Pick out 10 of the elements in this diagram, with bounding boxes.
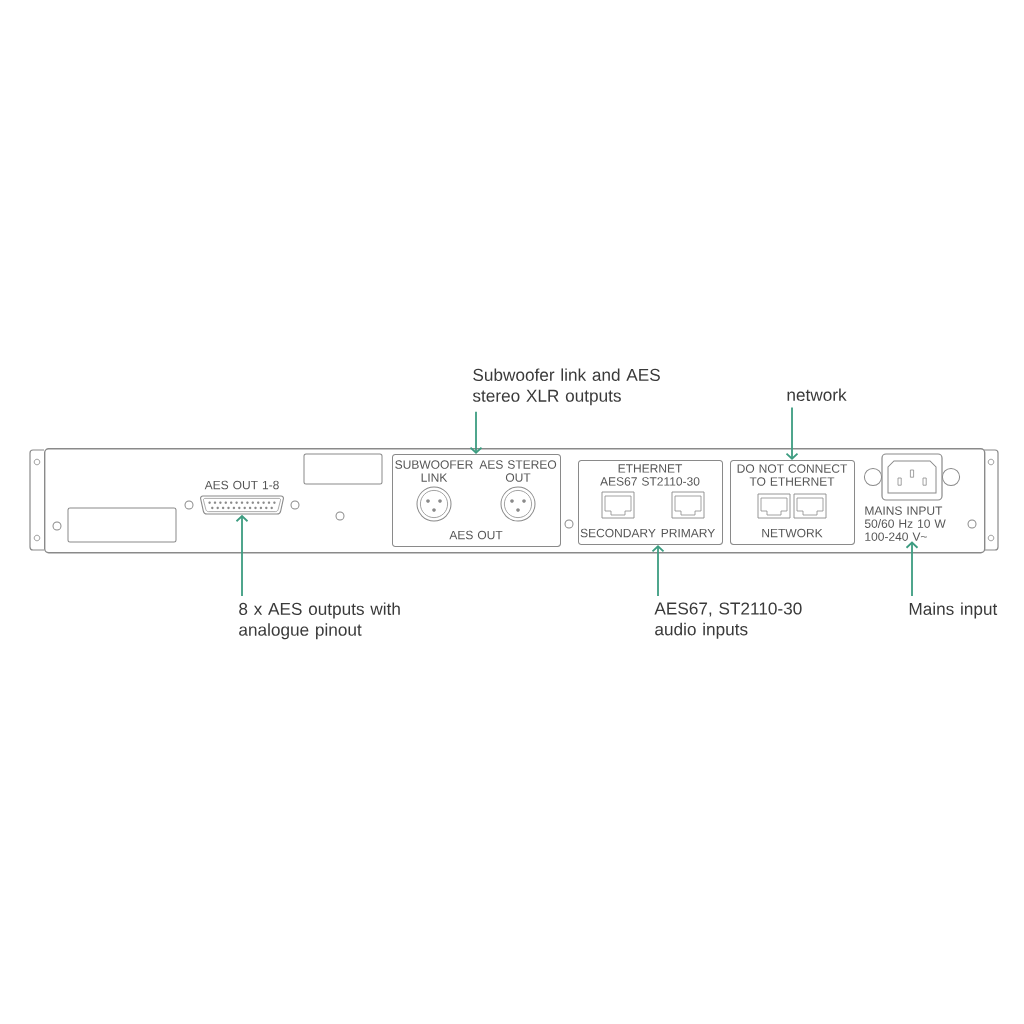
- arrow: [905, 541, 919, 597]
- callout-text: 8 x AES outputs with analogue pinout: [239, 602, 400, 640]
- arrow: [785, 406, 799, 460]
- arrow: [651, 545, 665, 597]
- callout-text: AES67, ST2110-30 audio inputs: [654, 602, 802, 639]
- callout-text: Subwoofer link and AES stereo XLR outputs: [472, 368, 660, 406]
- arrow: [235, 514, 249, 597]
- callout-text: Mains input: [909, 602, 998, 619]
- callout-text: network: [787, 388, 847, 402]
- arrow: [469, 410, 483, 454]
